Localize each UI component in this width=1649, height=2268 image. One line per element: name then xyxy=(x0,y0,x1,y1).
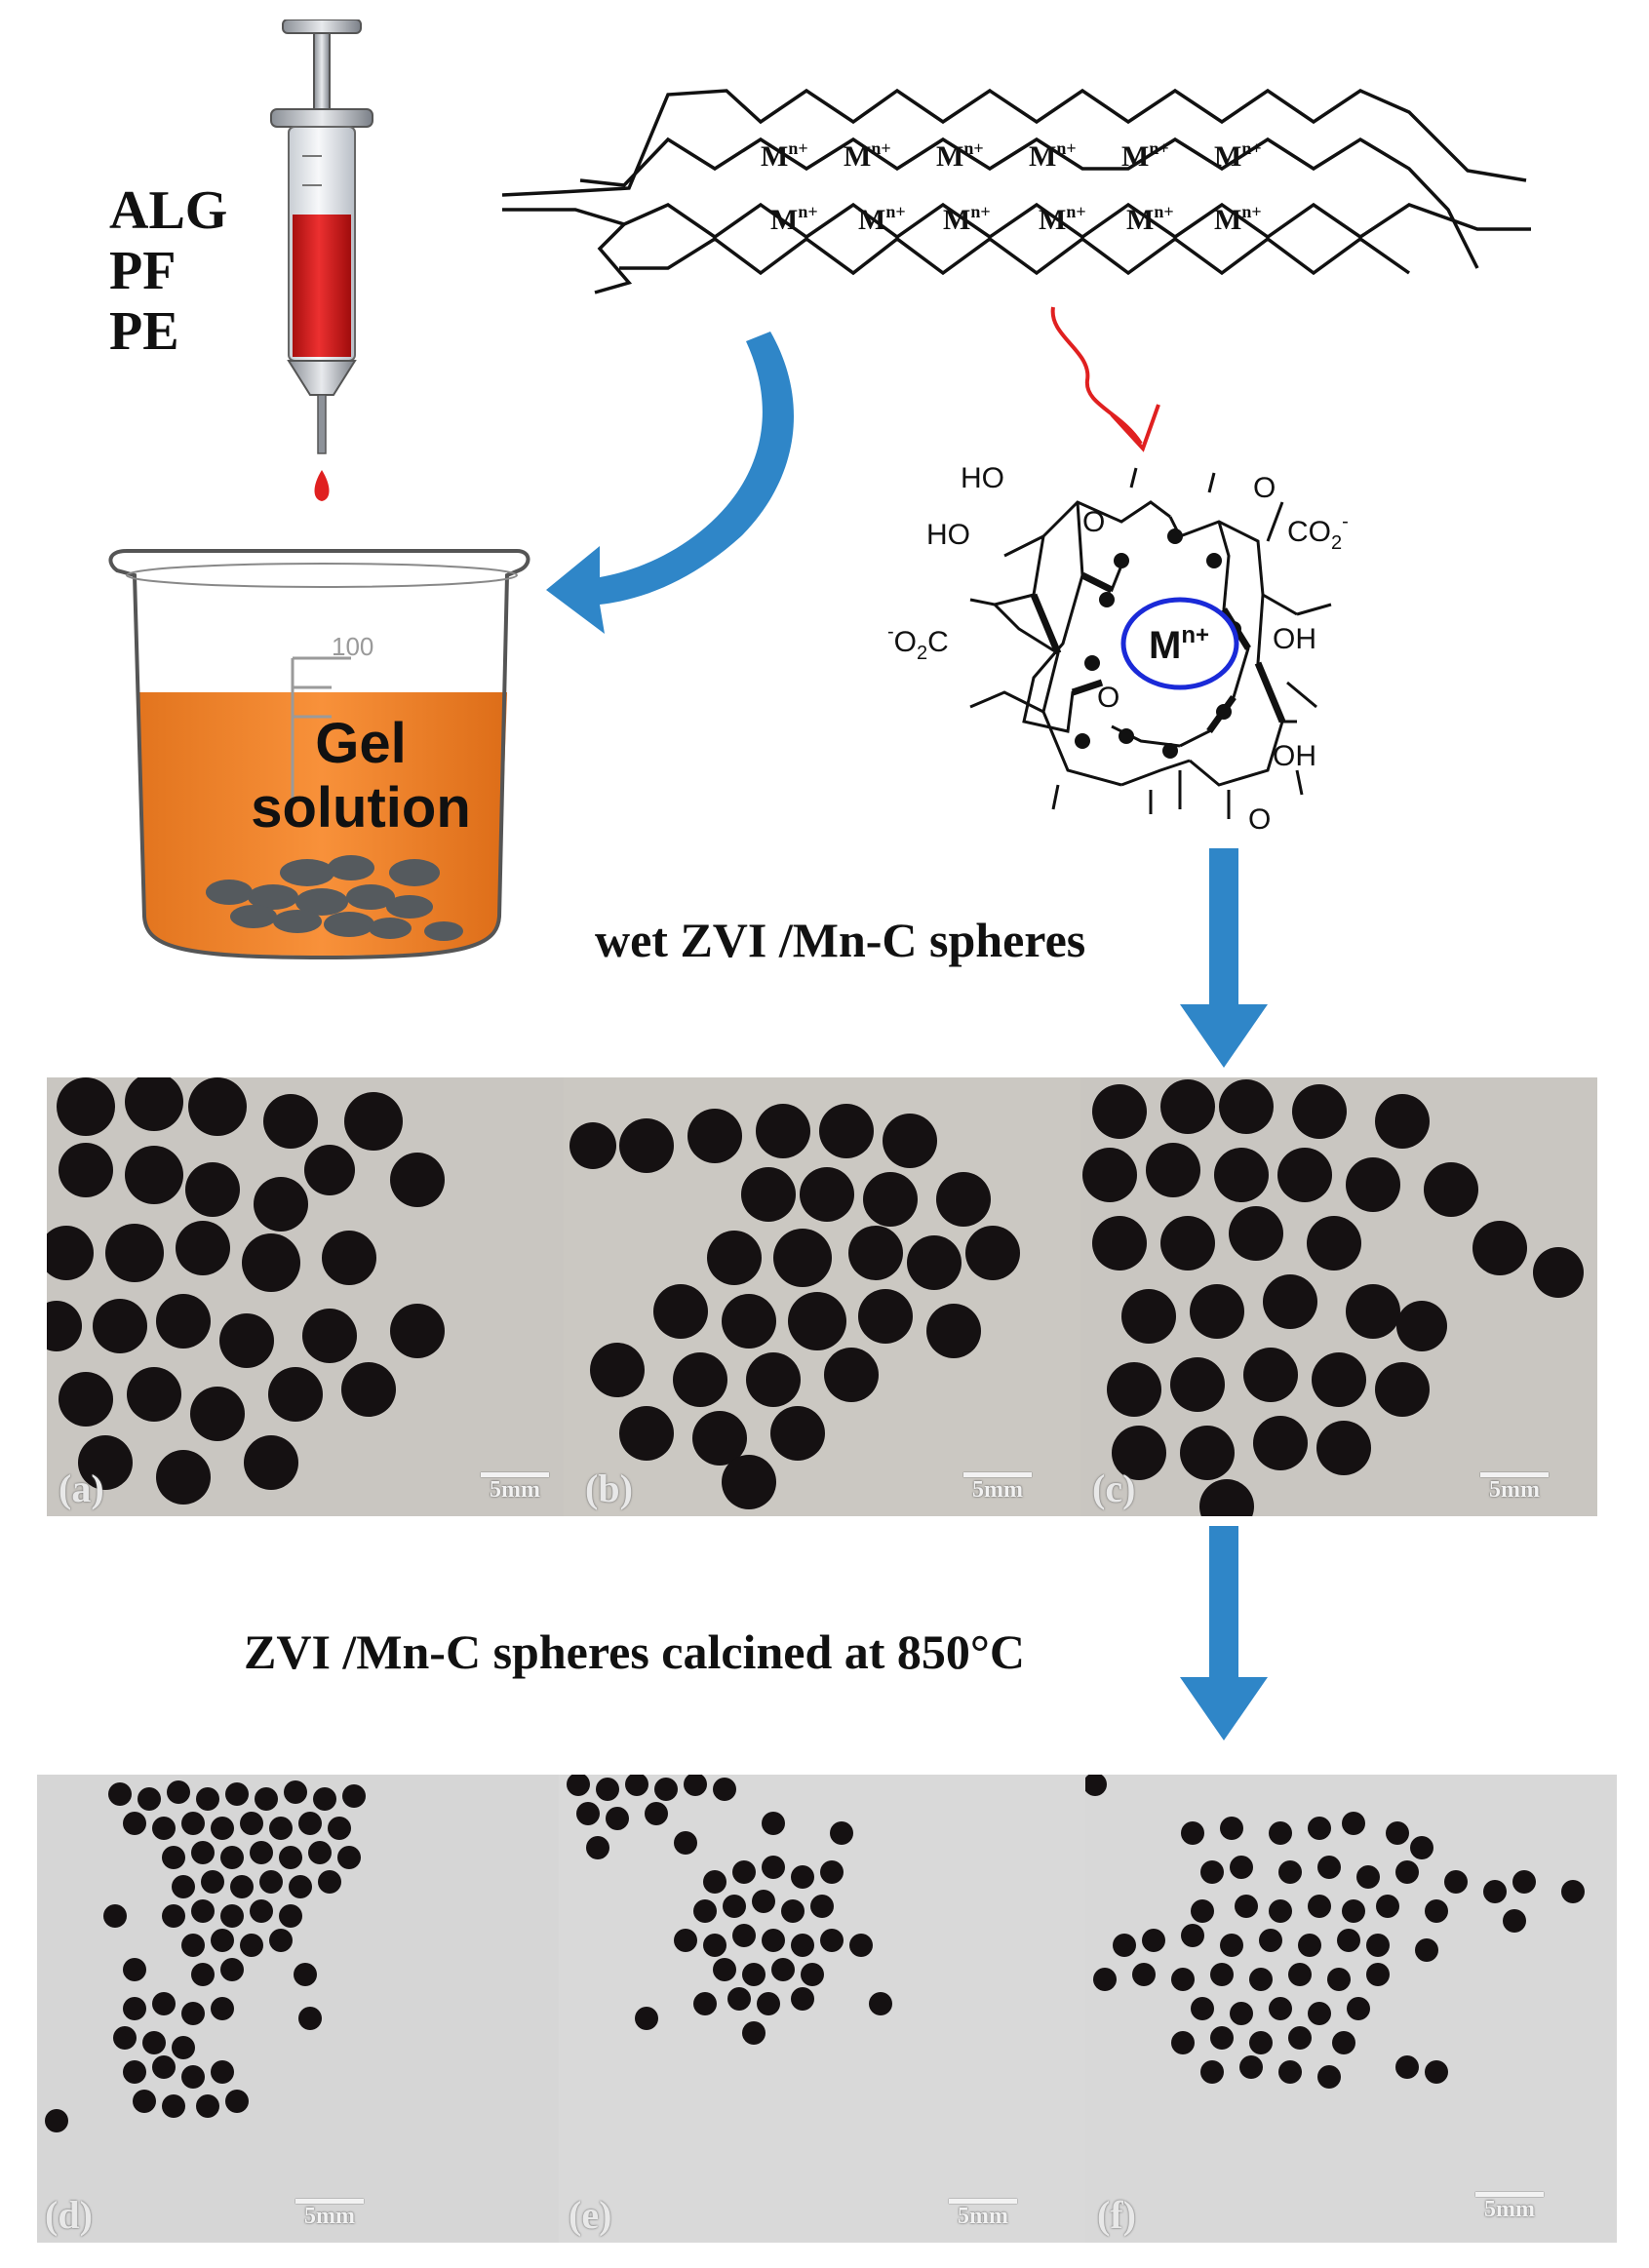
scale-bar-a: 5mm xyxy=(481,1472,549,1504)
svg-text:-O2C: -O2C xyxy=(887,621,949,664)
scale-bar-c: 5mm xyxy=(1480,1472,1549,1504)
red-arrow-icon xyxy=(1050,306,1160,452)
svg-text:Mn+: Mn+ xyxy=(761,138,808,173)
svg-text:Mn+: Mn+ xyxy=(1121,138,1169,173)
svg-text:CO2-: CO2- xyxy=(1287,511,1349,554)
scale-bar-b: 5mm xyxy=(963,1472,1032,1504)
svg-text:O: O xyxy=(1248,803,1271,836)
panel-letter-c: (c) xyxy=(1092,1466,1136,1510)
svg-text:O: O xyxy=(1082,506,1105,538)
svg-text:O: O xyxy=(1253,472,1276,504)
photo-panel-b: (b) 5mm xyxy=(564,1077,1080,1516)
panel-letter-d: (d) xyxy=(45,2193,93,2237)
panel-letter-a: (a) xyxy=(59,1466,104,1510)
panel-letter-e: (e) xyxy=(569,2193,612,2237)
svg-text:Mn+: Mn+ xyxy=(936,138,984,173)
svg-text:HO: HO xyxy=(961,462,1004,494)
egg-box-complex-diagram: Mn+ HO HO O O CO2- -O2C OH O OH O xyxy=(887,462,1349,836)
scale-bar-f: 5mm xyxy=(1475,2192,1544,2223)
photo-panel-e: (e) 5mm xyxy=(559,1775,1085,2243)
wet-spheres-label: wet ZVI /Mn-C spheres xyxy=(595,913,1086,967)
svg-text:Mn+: Mn+ xyxy=(1126,202,1174,236)
svg-text:Mn+: Mn+ xyxy=(1029,138,1077,173)
reagent-alg: ALG xyxy=(109,180,228,241)
svg-text:OH: OH xyxy=(1273,623,1316,655)
reagent-pf: PF xyxy=(109,241,177,301)
polymer-chain-diagram: Mn+ Mn+ Mn+ Mn+ Mn+ Mn+ Mn+ Mn+ Mn+ Mn+ … xyxy=(502,88,1531,294)
syringe-icon xyxy=(270,20,373,501)
down-arrow-icon xyxy=(1180,848,1268,1068)
scale-bar-d: 5mm xyxy=(295,2199,364,2230)
spheres-f xyxy=(1085,1775,1585,2089)
calcined-spheres-label: ZVI /Mn-C spheres calcined at 850°C xyxy=(244,1624,1026,1679)
spheres-a xyxy=(47,1077,445,1505)
svg-text:Mn+: Mn+ xyxy=(770,202,818,236)
center-ion-label: Mn+ xyxy=(1149,622,1209,667)
spheres-b xyxy=(569,1104,1020,1509)
beaker-icon: 100 xyxy=(108,549,530,960)
droplet-icon xyxy=(314,470,330,501)
svg-text:Mn+: Mn+ xyxy=(844,138,891,173)
down-arrow-icon-2 xyxy=(1180,1526,1268,1740)
curved-arrow-icon xyxy=(546,332,794,634)
reagent-pe: PE xyxy=(109,301,179,362)
photo-panel-f: (f) 5mm xyxy=(1085,1775,1617,2243)
svg-text:Mn+: Mn+ xyxy=(858,202,906,236)
svg-text:HO: HO xyxy=(926,519,970,551)
svg-text:Mn+: Mn+ xyxy=(1214,202,1262,236)
scale-bar-e: 5mm xyxy=(949,2199,1017,2230)
spheres-d xyxy=(45,1780,366,2132)
svg-text:OH: OH xyxy=(1273,740,1316,772)
svg-text:Mn+: Mn+ xyxy=(1214,138,1262,173)
reagent-list: ALG PF PE xyxy=(109,180,227,362)
spheres-e xyxy=(567,1775,892,2045)
svg-text:Mn+: Mn+ xyxy=(943,202,991,236)
spheres-c xyxy=(1082,1079,1584,1516)
beaker: 100 Gel solution xyxy=(98,546,546,965)
svg-text:O: O xyxy=(1097,682,1119,714)
gel-solution-label: Gel solution xyxy=(251,712,471,840)
photo-panel-d: (d) 5mm xyxy=(37,1775,559,2243)
panel-letter-f: (f) xyxy=(1097,2193,1136,2237)
svg-text:Mn+: Mn+ xyxy=(1039,202,1086,236)
svg-text:100: 100 xyxy=(332,632,373,661)
panel-letter-b: (b) xyxy=(585,1466,633,1510)
photo-panel-c: (c) 5mm xyxy=(1080,1077,1597,1516)
photo-panel-a: (a) 5mm xyxy=(47,1077,564,1516)
